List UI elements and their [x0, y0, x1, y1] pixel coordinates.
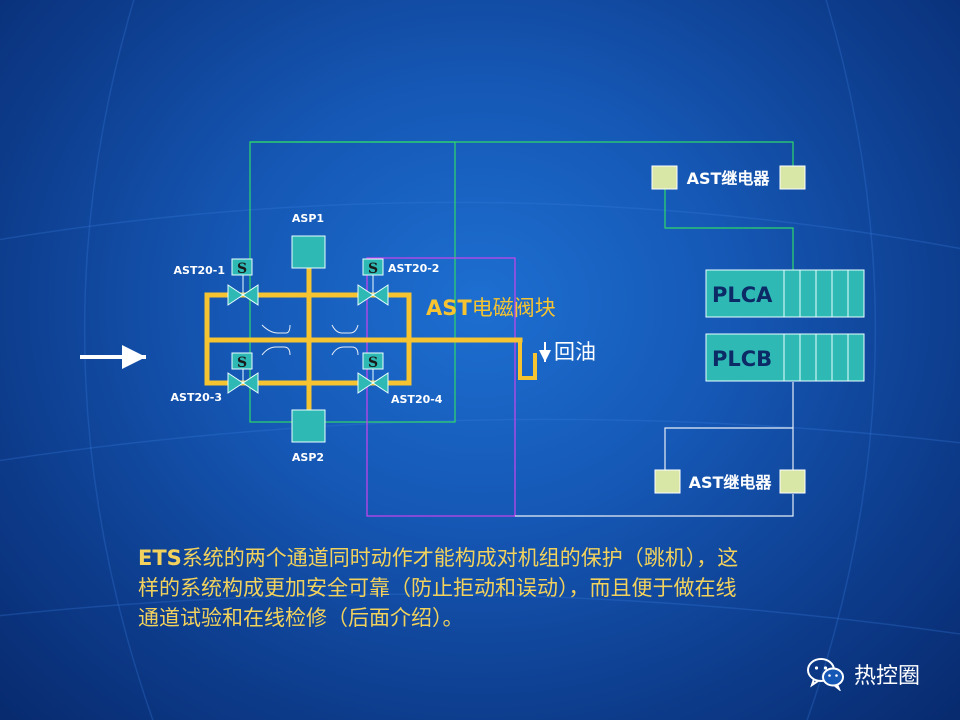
relay-top-label: AST继电器: [687, 169, 771, 188]
ast20-3-label: AST20-3: [171, 391, 222, 404]
plcb-module[interactable]: PLCB: [705, 333, 865, 382]
description-text: ETS系统的两个通道同时动作才能构成对机组的保护（跳机），这 样的系统构成更加安…: [138, 543, 850, 633]
orifice-symbols: [261, 324, 359, 356]
description-line-1-rest: 系统的两个通道同时动作才能构成对机组的保护（跳机），这: [181, 546, 739, 570]
plcb-wiring: [515, 382, 794, 517]
description-line-3: 通道试验和在线检修（后面介绍）。: [138, 606, 464, 630]
ast-relay-top[interactable]: AST继电器: [651, 165, 806, 190]
ast20-1-label: AST20-1: [174, 264, 225, 277]
ast-block-title-latin: AST: [426, 296, 472, 320]
asp1-label: ASP1: [292, 212, 324, 225]
solenoid-s-label: S: [368, 355, 378, 371]
solenoid-s-label: S: [237, 261, 247, 277]
ast-relay-bottom[interactable]: AST继电器: [654, 469, 806, 494]
solenoid-valve-ast20-2[interactable]: S: [357, 258, 389, 306]
description-line-2: 样的系统构成更加安全可靠（防止拒动和误动），而且便于做在线: [138, 576, 737, 600]
relay-terminal-left: [651, 165, 678, 190]
ast-block-title: AST电磁阀块: [426, 296, 556, 320]
description-ets-term: ETS: [138, 546, 182, 570]
plca-label: PLCA: [712, 283, 773, 307]
ast20-4-label: AST20-4: [391, 393, 443, 406]
description-line-1: ETS系统的两个通道同时动作才能构成对机组的保护（跳机），这: [138, 543, 850, 573]
watermark-text: 热控圈: [854, 664, 921, 689]
wechat-icon: [807, 658, 844, 691]
ast20-2-label: AST20-2: [388, 262, 439, 275]
asp1-box[interactable]: [291, 235, 326, 269]
hydraulic-pipes: [204, 265, 537, 413]
solenoid-valve-ast20-1[interactable]: S: [227, 258, 259, 306]
green-frame-outer: [249, 141, 456, 423]
solenoid-valve-ast20-3[interactable]: S: [227, 352, 259, 394]
solenoid-valve-ast20-4[interactable]: S: [357, 352, 389, 394]
relay-bottom-label: AST继电器: [689, 473, 773, 492]
asp2-label: ASP2: [292, 451, 324, 464]
solenoid-s-label: S: [368, 261, 378, 277]
relay-terminal-right: [779, 469, 806, 494]
asp2-box[interactable]: [291, 409, 326, 443]
return-oil-label: 回油: [554, 340, 596, 364]
watermark: 热控圈: [806, 654, 920, 694]
plca-module[interactable]: PLCA: [705, 269, 865, 318]
plcb-label: PLCB: [712, 347, 772, 371]
solenoid-s-label: S: [237, 355, 247, 371]
relay-terminal-right: [779, 165, 806, 190]
relay-terminal-left: [654, 469, 681, 494]
ast-block-title-cn: 电磁阀块: [472, 296, 556, 320]
pipe-return-loop: [518, 338, 537, 380]
